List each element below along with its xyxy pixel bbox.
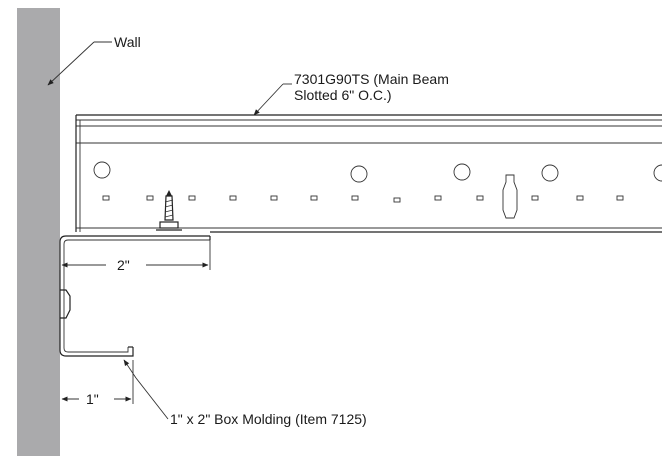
dimension-2in-label: 2": [117, 257, 130, 273]
beam-hole: [653, 164, 662, 182]
dimension-1in-label: 1": [86, 391, 99, 407]
main-beam: [75, 114, 662, 233]
screw: [156, 190, 182, 231]
wall: [17, 8, 60, 456]
beam-hole: [350, 165, 368, 183]
molding-label: 1" x 2" Box Molding (Item 7125): [170, 411, 367, 427]
dimension-2in: 2": [59, 240, 211, 273]
leader-lines: [47, 41, 292, 420]
beam-label-line-2: Slotted 6" O.C.): [294, 87, 392, 103]
beam-label-line-1: 7301G90TS (Main Beam: [294, 71, 449, 87]
beam-hole: [93, 161, 111, 179]
beam-slots: [102, 174, 624, 219]
dimension-1in: 1": [61, 360, 134, 407]
wall-label: Wall: [114, 34, 141, 50]
beam-holes: [93, 161, 662, 183]
box-molding: [59, 235, 211, 357]
beam-hole: [541, 164, 559, 182]
beam-hole: [453, 163, 471, 181]
